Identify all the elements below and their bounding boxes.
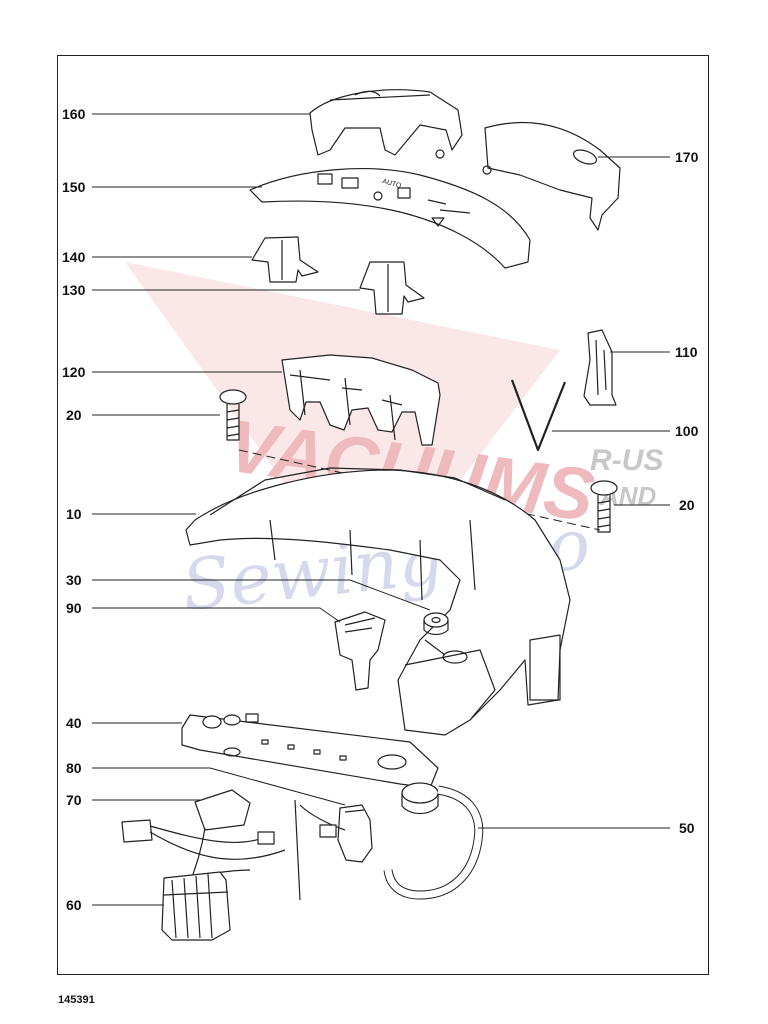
callout-100: 100	[675, 423, 699, 439]
callout-10: 10	[66, 506, 82, 522]
part-20-screw-right	[590, 480, 618, 533]
part-170-end-cap	[482, 121, 621, 231]
callout-30: 30	[66, 572, 82, 588]
callout-130: 130	[62, 282, 86, 298]
part-130-button-key	[359, 261, 425, 315]
callout-20-left: 20	[66, 407, 82, 423]
part-50-hose	[383, 785, 484, 900]
panel-auto-text: AUTO	[381, 178, 402, 190]
watermark-line2: R-US	[590, 444, 663, 477]
part-60-main-connector	[161, 871, 231, 941]
leader-lines	[92, 113, 670, 906]
drawing-frame	[57, 55, 709, 975]
callout-60: 60	[66, 897, 82, 913]
callout-150: 150	[62, 179, 86, 195]
callout-140: 140	[62, 249, 86, 265]
callout-110: 110	[675, 344, 698, 360]
part-100-spring	[510, 379, 567, 452]
part-110-latch	[583, 329, 617, 406]
part-40-pcb	[181, 713, 439, 789]
part-80-connector	[337, 804, 373, 863]
pressure-sensor	[401, 782, 439, 815]
callout-20-right: 20	[679, 497, 695, 513]
callout-90: 90	[66, 600, 82, 616]
callout-120: 120	[62, 364, 86, 380]
watermark: VACUUMS R-US AND Sewing Too	[125, 262, 663, 627]
part-10-housing	[185, 467, 571, 736]
part-140-button-key	[251, 236, 319, 283]
callout-80: 80	[66, 760, 82, 776]
part-90-bracket	[334, 611, 386, 691]
callout-170: 170	[675, 149, 699, 165]
callout-70: 70	[66, 792, 82, 808]
callout-50: 50	[679, 820, 695, 836]
part-30-grommet	[423, 612, 449, 636]
drawing-number: 145391	[58, 994, 95, 1006]
callout-40: 40	[66, 715, 82, 731]
part-160-top-cover	[309, 89, 463, 159]
part-70-wire-harness	[121, 789, 346, 901]
part-150-control-panel: AUTO	[249, 168, 531, 269]
callout-160: 160	[62, 106, 86, 122]
part-120-button-carrier	[281, 354, 441, 446]
